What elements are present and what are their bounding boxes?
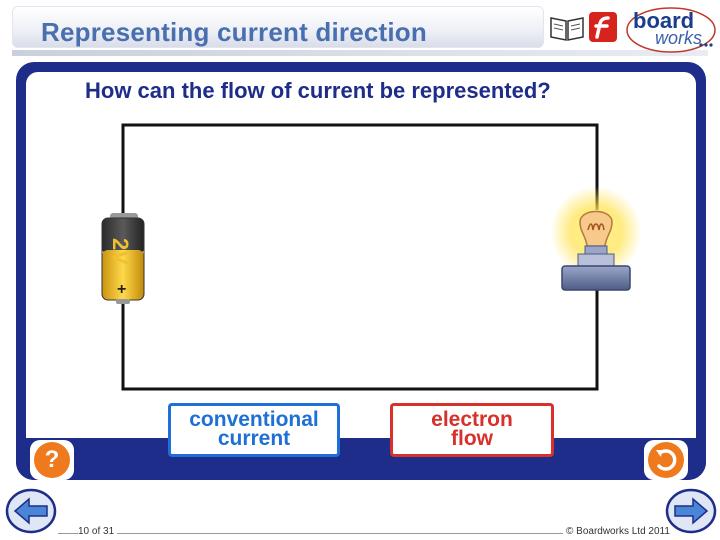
page-title: Representing current direction bbox=[41, 17, 427, 47]
header: Representing current direction board wor… bbox=[0, 0, 720, 58]
conventional-current-label-line2: current bbox=[217, 427, 291, 450]
content-panel bbox=[16, 62, 706, 480]
reset-button[interactable] bbox=[644, 440, 688, 480]
page-number: 10 of 31 bbox=[78, 526, 118, 537]
header-stripe bbox=[12, 50, 708, 56]
footer-divider-right bbox=[120, 533, 565, 534]
book-icon[interactable] bbox=[549, 12, 585, 42]
electron-flow-button[interactable]: electron flow bbox=[390, 403, 554, 457]
question-text: How can the flow of current be represent… bbox=[85, 78, 551, 103]
electron-flow-label-line2: flow bbox=[451, 427, 493, 450]
help-icon: ? bbox=[34, 442, 70, 478]
conventional-current-button[interactable]: conventional current bbox=[168, 403, 340, 457]
logo-text-works: works bbox=[655, 28, 703, 48]
conventional-current-label-line1: conventional bbox=[189, 408, 319, 431]
content-panel-inner bbox=[26, 72, 696, 470]
logo-text-board: board bbox=[633, 8, 695, 33]
flash-icon[interactable] bbox=[588, 10, 618, 44]
reset-icon bbox=[648, 442, 684, 478]
title-bar: Representing current direction bbox=[12, 6, 544, 48]
copyright-text: © Boardworks Ltd 2011 bbox=[563, 526, 670, 537]
previous-slide-arrow-icon[interactable] bbox=[5, 488, 57, 534]
help-button[interactable]: ? bbox=[30, 440, 74, 480]
panel-bottom-bar bbox=[16, 438, 706, 480]
next-slide-arrow-icon[interactable] bbox=[665, 488, 717, 534]
boardworks-logo: board works bbox=[625, 6, 717, 54]
electron-flow-label-line1: electron bbox=[431, 408, 513, 431]
